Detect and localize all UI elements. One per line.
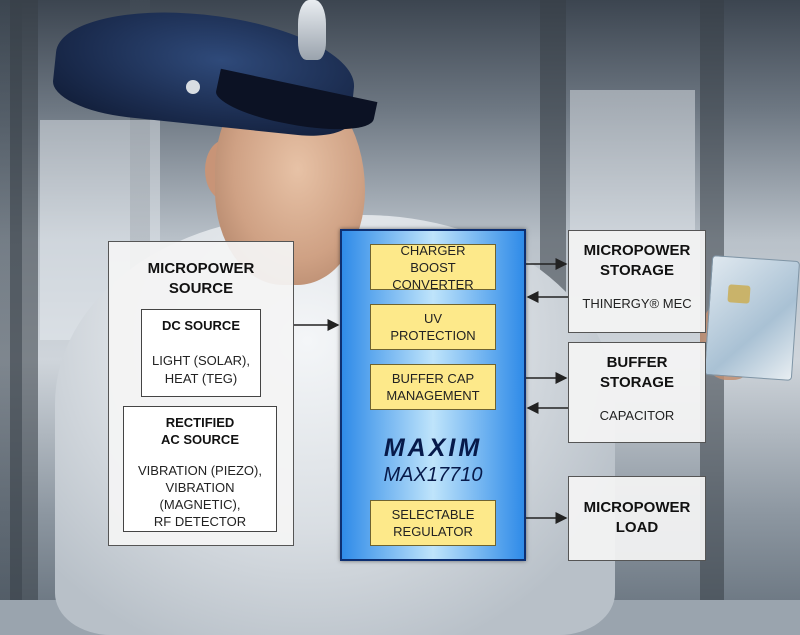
ac-source-items: VIBRATION (PIEZO), VIBRATION (MAGNETIC),… <box>138 463 262 529</box>
buffer-storage-box: BUFFER STORAGE CAPACITOR <box>568 342 706 443</box>
window-pane <box>570 90 695 230</box>
window-pillar <box>10 0 38 600</box>
buffer-storage-title: BUFFER STORAGE <box>600 354 674 391</box>
selectable-regulator-block: SELECTABLE REGULATOR <box>370 500 496 546</box>
part-number: MAX17710 <box>383 464 483 486</box>
micropower-load-box: MICROPOWER LOAD <box>568 476 706 561</box>
connection-arrows <box>294 258 568 524</box>
dc-source-items: LIGHT (SOLAR), HEAT (TEG) <box>151 353 250 386</box>
micropower-source-box: MICROPOWER SOURCE DC SOURCE LIGHT (SOLAR… <box>108 241 294 546</box>
charger-boost-block: CHARGER BOOST CONVERTER <box>370 243 496 292</box>
dc-source-title: DC SOURCE <box>161 318 240 333</box>
micropower-storage-sub: THINERGY® MEC <box>582 296 692 311</box>
max17710-chip: CHARGER BOOST CONVERTER UV PROTECTION BU… <box>340 229 526 561</box>
micropower-storage-title: MICROPOWER STORAGE <box>583 242 691 279</box>
cap-badge <box>298 0 326 60</box>
uv-protection-block: UV PROTECTION <box>370 304 496 350</box>
ac-source-box: RECTIFIED AC SOURCE VIBRATION (PIEZO), V… <box>123 406 277 532</box>
micropower-source-title: MICROPOWER SOURCE <box>147 260 255 297</box>
buffer-cap-block: BUFFER CAP MANAGEMENT <box>370 364 496 410</box>
ac-source-title: RECTIFIED AC SOURCE <box>160 415 239 447</box>
dc-source-box: DC SOURCE LIGHT (SOLAR), HEAT (TEG) <box>141 309 261 397</box>
micropower-load-title: MICROPOWER LOAD <box>583 499 691 536</box>
maxim-logo: MAXIM <box>383 434 483 462</box>
micropower-storage-box: MICROPOWER STORAGE THINERGY® MEC <box>568 230 706 333</box>
cap-button <box>186 80 200 94</box>
buffer-storage-sub: CAPACITOR <box>599 408 675 423</box>
